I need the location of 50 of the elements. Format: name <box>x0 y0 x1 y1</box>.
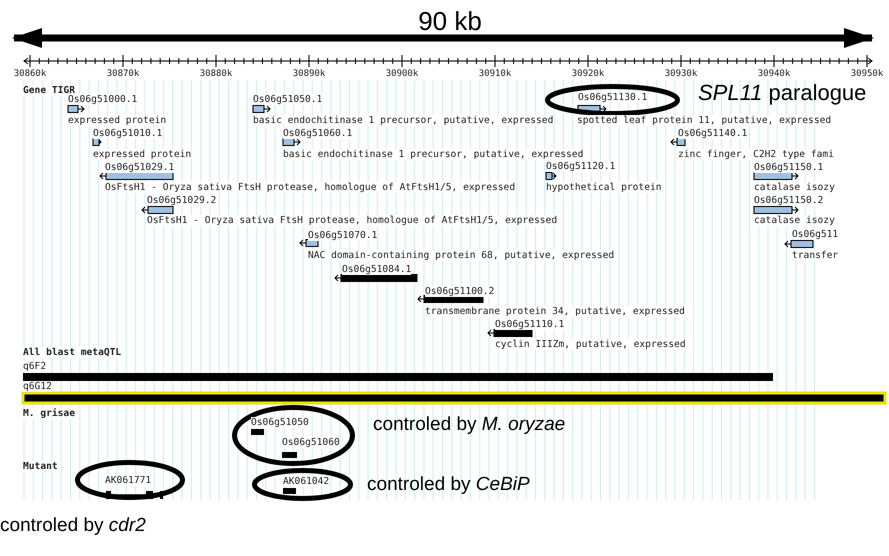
gene-id: Os06g51084.1 <box>342 264 412 275</box>
gene-id: Os06g511 <box>792 229 838 240</box>
gene-id: AK061042 <box>283 476 330 487</box>
gene-id: Os06g51029.1 <box>105 162 174 173</box>
gene-description: basic endochitinase 1 precursor, putative, expressed <box>283 149 584 160</box>
highlight-ellipse <box>545 84 680 116</box>
track-title: All blast metaQTL <box>23 347 122 358</box>
gene-description: OsFtsH1 - Oryza sativa FtsH protease, homologue of AtFtsH1/5, expressed <box>105 182 516 193</box>
highlight-ellipse <box>252 468 353 501</box>
track-title: Mutant <box>23 461 58 472</box>
gene-description: spotted leaf protein 11, putative, expressed <box>577 115 832 126</box>
gene-description: expressed protein <box>68 115 166 126</box>
gene-id: Os06g51000.1 <box>68 94 138 105</box>
gene-description: catalase isozy <box>754 182 835 193</box>
gene-description: NAC domain-containing protein 68, putative, expressed <box>308 250 614 261</box>
gene-id: Os06g51110.1 <box>495 319 564 330</box>
gene-id: Os06g51150.2 <box>754 195 824 206</box>
gene-id: Os06g51050 <box>251 417 309 428</box>
gene-id: q6F2 <box>23 361 46 372</box>
gene-description: transmembrane protein 34, putative, expressed <box>425 306 685 317</box>
gene-id: Os06g51050.1 <box>253 94 322 105</box>
gene-id: Os06g51150.1 <box>754 162 824 173</box>
gene-id: Os06g51100.2 <box>425 286 494 297</box>
gene-id: Os06g51060 <box>282 437 340 448</box>
track-title: Gene TIGR <box>23 85 75 96</box>
annotation: controled by M. oryzae <box>373 414 566 436</box>
gene-description: OsFtsH1 - Oryza sativa FtsH protease, homologue of AtFtsH1/5, expressed <box>147 215 558 226</box>
gene-id: Os06g51029.2 <box>147 195 216 206</box>
annotation: controled by cdr2 <box>0 515 146 537</box>
gene-description: expressed protein <box>93 149 192 160</box>
gene-id: Os06g51140.1 <box>678 128 748 139</box>
gene-description: basic endochitinase 1 precursor, putative, expressed <box>253 115 554 126</box>
annotation: SPL11 paralogue <box>698 80 866 106</box>
gene-id: Os06g51120.1 <box>546 161 616 172</box>
gene-id: q6G12 <box>23 381 52 392</box>
gene-description: catalase isozy <box>754 215 835 226</box>
gene-description: transfer <box>792 250 838 261</box>
track-title: M. grisae <box>23 408 75 419</box>
gene-description: cyclin IIIZm, putative, expressed <box>495 339 686 350</box>
gene-description: hypothetical protein <box>546 182 662 193</box>
dimension-label: 90 kb <box>418 6 482 37</box>
gene-id: Os06g51010.1 <box>93 128 162 139</box>
highlight-ellipse <box>75 460 185 500</box>
annotation: controled by CeBiP <box>367 474 530 496</box>
gene-id: Os06g51060.1 <box>283 128 352 139</box>
highlight-ellipse <box>232 405 355 466</box>
gene-id: AK061771 <box>105 475 152 486</box>
gene-id: Os06g51130.1 <box>578 92 648 103</box>
gene-description: zinc finger, C2H2 type fami <box>678 149 834 160</box>
gene-id: Os06g51070.1 <box>308 230 378 241</box>
